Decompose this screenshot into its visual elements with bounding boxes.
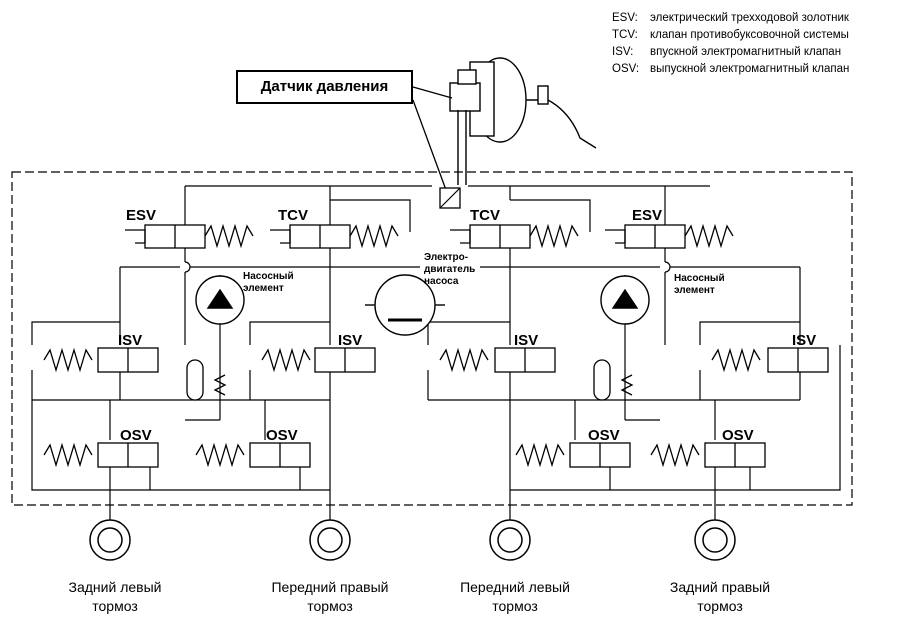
sensor-pointer <box>412 86 453 99</box>
legend-row-isv: ISV:впускной электромагнитный клапан <box>612 46 842 58</box>
isv-valve-4 <box>711 347 829 373</box>
brake-label-front-right: Передний правый тормоз <box>271 579 389 614</box>
isv-label-4: ISV <box>792 332 816 349</box>
osv-label-4: OSV <box>722 427 754 444</box>
brake-rear-right-icon <box>694 519 736 561</box>
pump-element-label-right: Насосный элемент <box>674 273 725 296</box>
isv-label-3: ISV <box>514 332 538 349</box>
accumulator-right-icon <box>593 359 634 401</box>
pump-left-icon <box>195 275 245 325</box>
esv-label-right: ESV <box>632 207 662 224</box>
brake-label-rear-left: Задний левый тормоз <box>68 579 162 614</box>
osv-valve-2 <box>195 442 311 468</box>
legend-row-esv: ESV:электрический трехходовой золотник <box>612 12 849 24</box>
isv-valve-2 <box>261 347 376 373</box>
hydraulic-lines <box>31 185 841 520</box>
legend-row-osv: OSV:выпускной электромагнитный клапан <box>612 63 850 75</box>
master-cylinder-icon <box>449 57 597 185</box>
esv-valve-right <box>605 224 734 249</box>
pump-motor-label: Электро- двигатель насоса <box>424 252 476 287</box>
tcv-label-right: TCV <box>470 207 500 224</box>
modulator-boundary <box>11 171 853 506</box>
brake-rear-left-icon <box>89 519 131 561</box>
tcv-valve-left <box>270 224 399 249</box>
pump-element-label-left: Насосный элемент <box>243 271 294 294</box>
isv-label-1: ISV <box>118 332 142 349</box>
sensor-pointer-2 <box>412 99 447 191</box>
isv-label-2: ISV <box>338 332 362 349</box>
accumulator-left-icon <box>186 359 227 401</box>
esv-valve-left <box>125 224 254 249</box>
osv-label-1: OSV <box>120 427 152 444</box>
pump-right-icon <box>600 275 650 325</box>
brake-label-front-left: Передний левый тормоз <box>460 579 570 614</box>
pump-motor-icon <box>365 274 445 336</box>
pressure-sensor-label: Датчик давления <box>236 70 413 104</box>
osv-label-3: OSV <box>588 427 620 444</box>
legend: ESV:электрический трехходовой золотник T… <box>612 10 849 78</box>
osv-label-2: OSV <box>266 427 298 444</box>
osv-valve-4 <box>650 442 766 468</box>
brake-label-rear-right: Задний правый тормоз <box>669 579 771 614</box>
isv-valve-3 <box>439 347 556 373</box>
legend-row-tcv: TCV:клапан противобуксовочной системы <box>612 29 849 41</box>
esv-label-left: ESV <box>126 207 156 224</box>
tcv-label-left: TCV <box>278 207 308 224</box>
tcv-valve-right <box>450 224 579 249</box>
osv-valve-1 <box>43 442 159 468</box>
isv-valve-1 <box>43 347 159 373</box>
brake-front-right-icon <box>309 519 351 561</box>
brake-front-left-icon <box>489 519 531 561</box>
osv-valve-3 <box>515 442 631 468</box>
